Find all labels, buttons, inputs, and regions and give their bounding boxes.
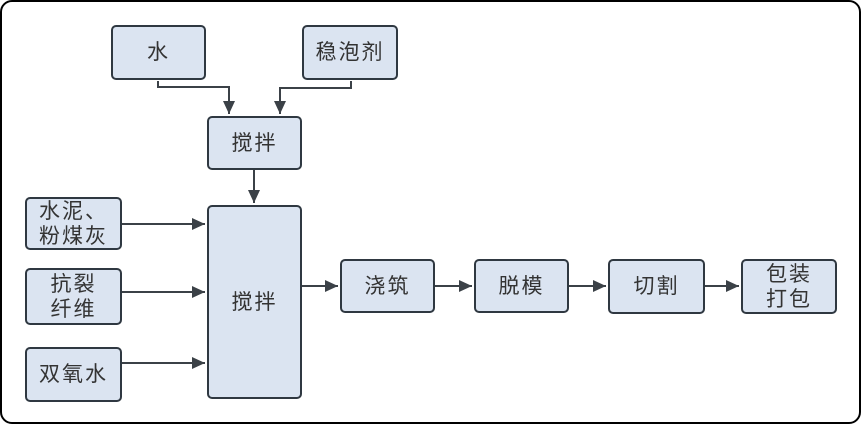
node-water: 水 xyxy=(111,25,206,80)
node-pouring: 浇筑 xyxy=(340,259,435,313)
node-packaging-label-line1: 包装 xyxy=(766,261,812,286)
node-demolding-label: 脱模 xyxy=(498,273,545,298)
node-cutting: 切割 xyxy=(608,259,705,314)
node-pouring-label: 浇筑 xyxy=(364,273,411,298)
node-cement-flyash-label-line1: 水泥、 xyxy=(39,198,108,223)
node-anticrack-fiber: 抗裂 纤维 xyxy=(25,268,122,325)
arrow-foam-stabilizer-to-premix xyxy=(274,81,352,114)
node-water-label: 水 xyxy=(147,40,170,64)
node-hydrogen-peroxide: 双氧水 xyxy=(25,347,122,402)
node-cutting-label: 切割 xyxy=(633,274,680,298)
node-foam-stabilizer-label: 稳泡剂 xyxy=(315,40,385,64)
arrow-water-to-premix xyxy=(157,81,235,114)
node-premix: 搅拌 xyxy=(207,116,302,170)
node-hydrogen-peroxide-label: 双氧水 xyxy=(39,362,108,386)
node-anticrack-fiber-label-line2: 纤维 xyxy=(50,296,97,321)
node-foam-stabilizer: 稳泡剂 xyxy=(302,25,398,80)
node-demolding: 脱模 xyxy=(474,259,569,313)
node-packaging-label-line2: 打包 xyxy=(766,286,812,311)
node-premix-label: 搅拌 xyxy=(231,130,278,155)
node-cement-flyash-label-line2: 粉煤灰 xyxy=(39,223,108,248)
node-main-mix: 搅拌 xyxy=(207,205,302,399)
node-packaging: 包装 打包 xyxy=(741,259,837,314)
node-cement-flyash: 水泥、 粉煤灰 xyxy=(25,197,122,250)
node-anticrack-fiber-label-line1: 抗裂 xyxy=(50,271,97,296)
node-main-mix-label: 搅拌 xyxy=(231,289,278,314)
